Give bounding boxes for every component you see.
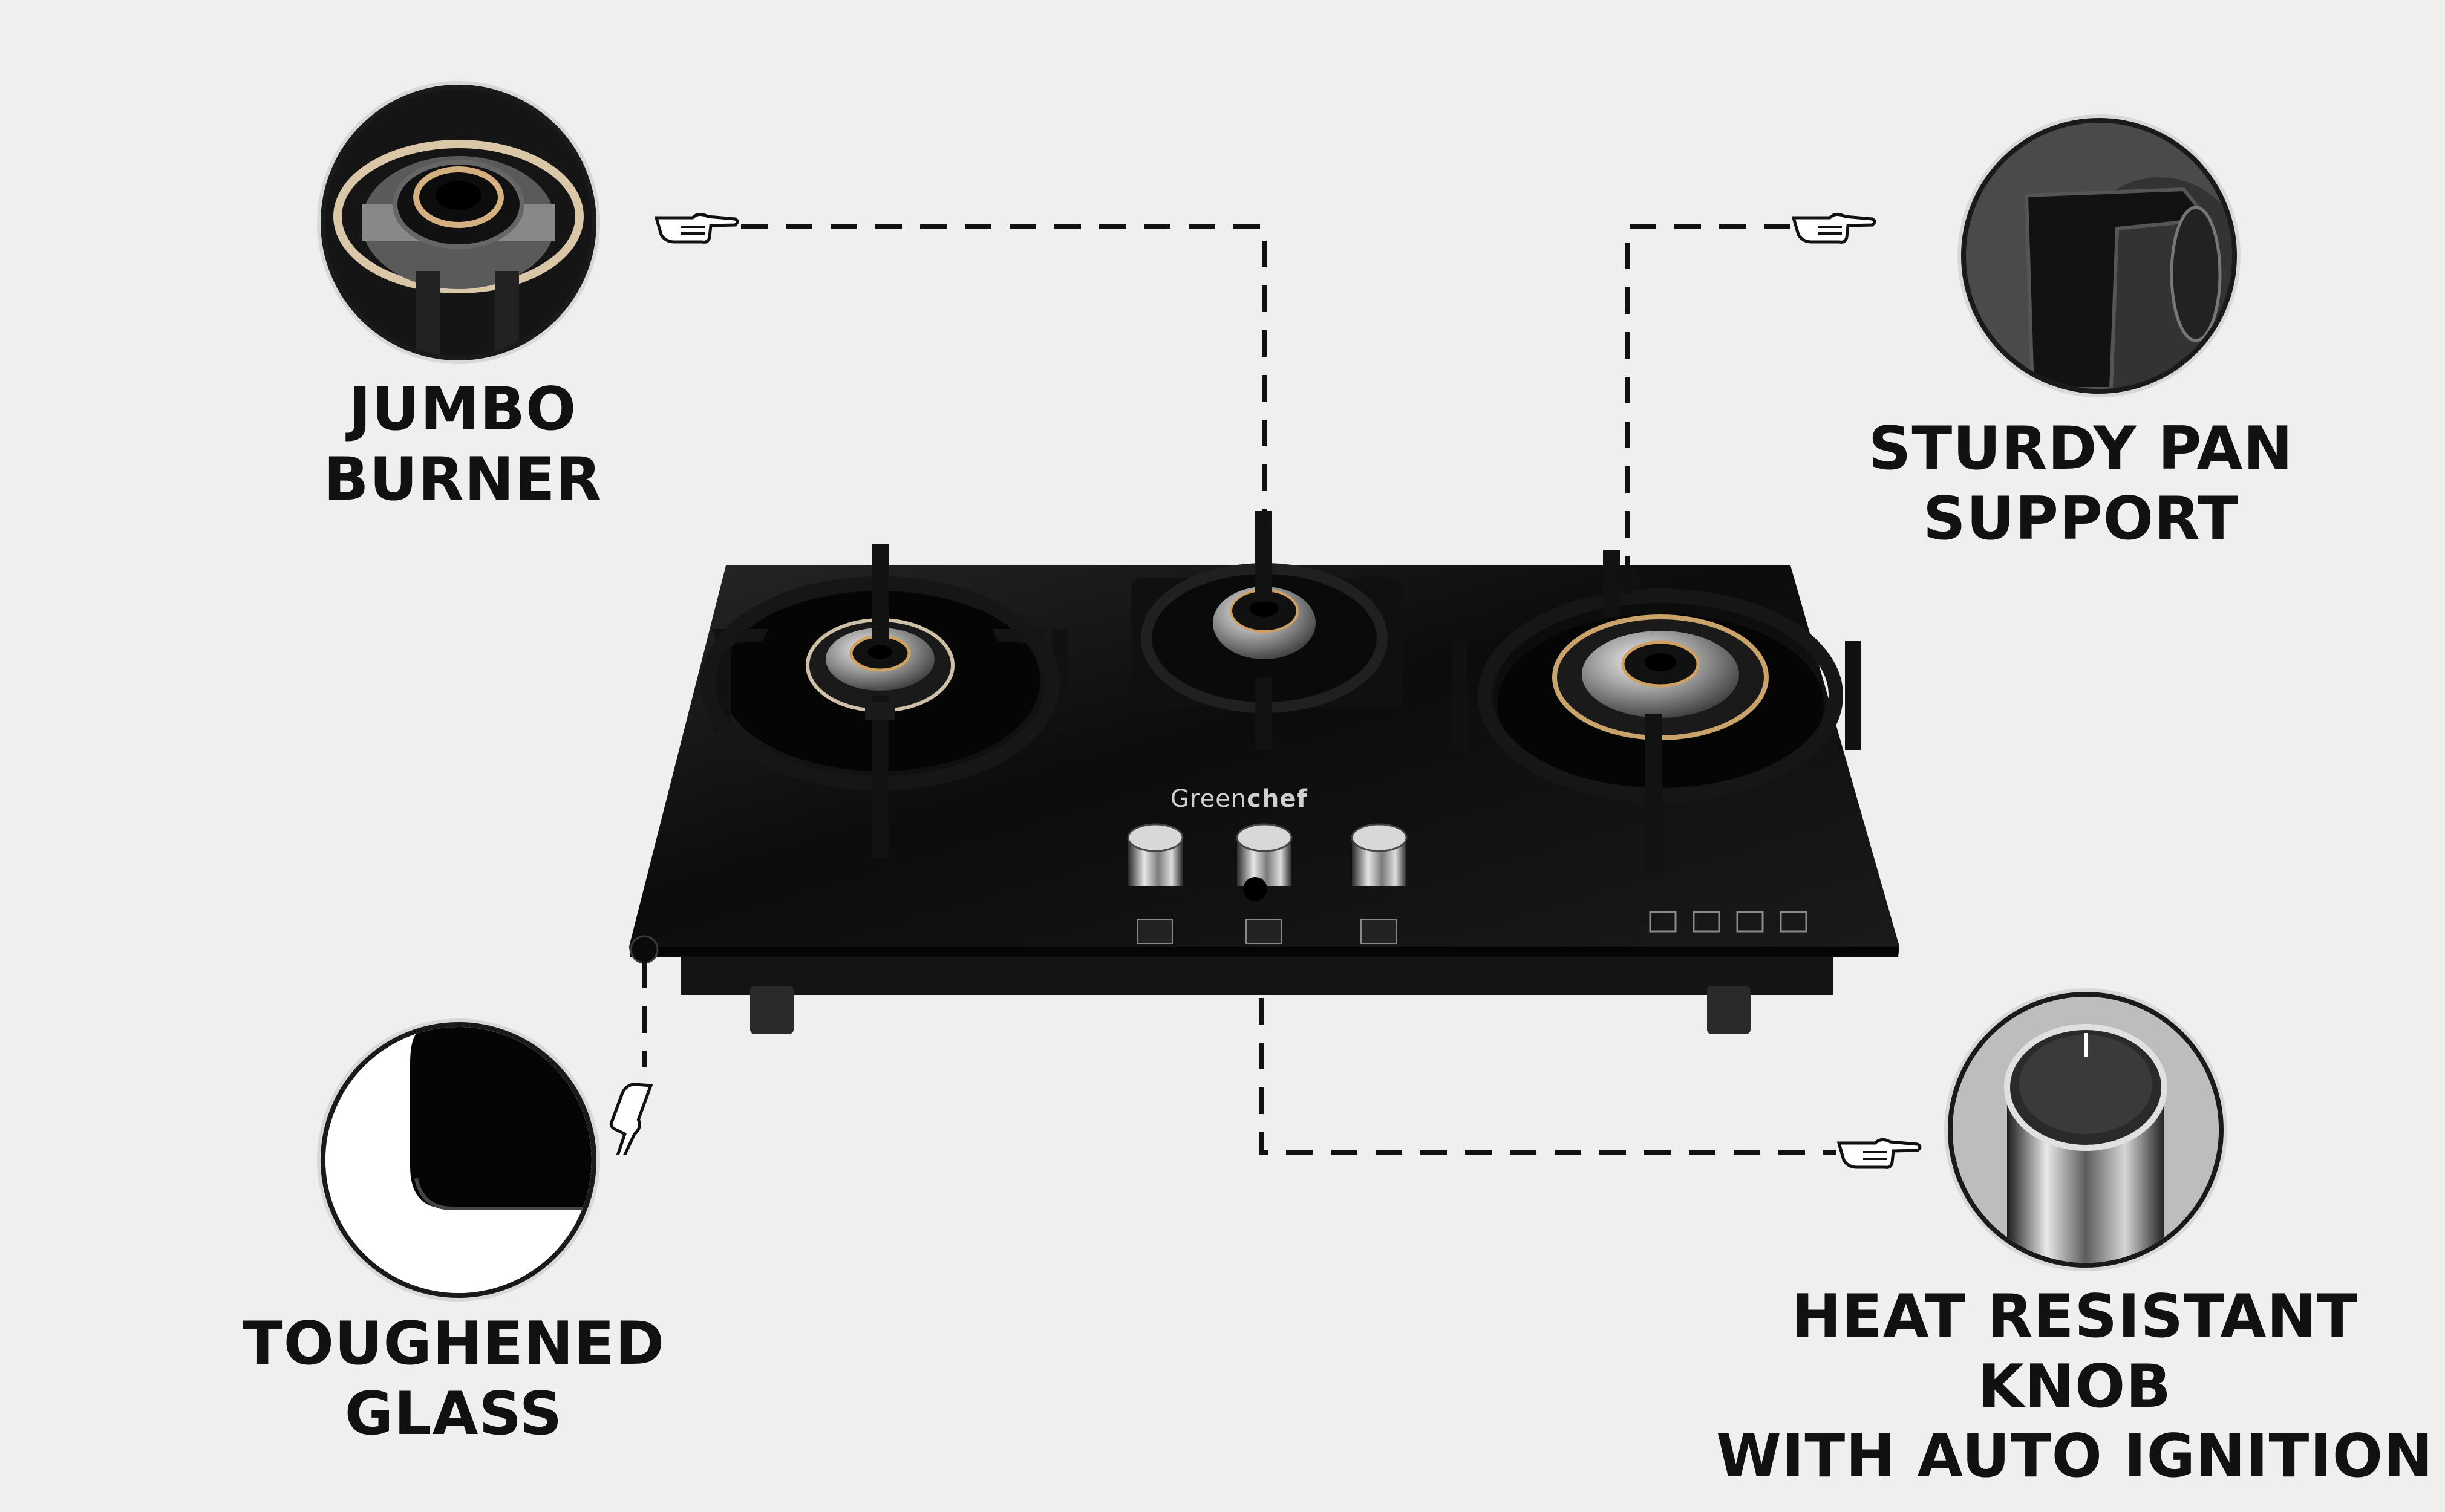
pointing-hand-icon [1833,1131,1924,1173]
knob-right [1351,823,1408,944]
pan-support-label-line1: STURDY PAN [1868,414,2294,483]
knob-closeup [1948,992,2224,1268]
knob-left [1127,823,1184,944]
pointing-hand-icon [650,206,741,248]
brand-logo: Greenchef [1170,785,1308,813]
right-burner [1452,550,1861,871]
pointing-hand-icon [599,1064,659,1155]
knob-center [1236,823,1293,944]
callout-lines [642,224,1836,1155]
brand-prefix: Green [1170,785,1247,813]
jumbo-burner-closeup [321,85,596,360]
pan-support-label-line2: SUPPORT [1922,484,2239,553]
pan-support-label: STURDY PAN SUPPORT [1833,414,2329,554]
toughened-glass-closeup [321,1022,596,1298]
knob-label-line2: WITH AUTO IGNITION [1715,1422,2434,1491]
brand-suffix: chef [1247,785,1308,813]
toughened-glass-label: TOUGHENED GLASS [242,1309,665,1448]
knob-label-line1: HEAT RESISTANT KNOB [1791,1282,2358,1421]
left-burner [700,544,1068,859]
pointing-hand-icon [1787,206,1878,248]
center-burner [1131,511,1403,750]
knob-label: HEAT RESISTANT KNOB WITH AUTO IGNITION [1712,1282,2438,1492]
pan-support-closeup [1961,118,2237,394]
jumbo-burner-label: JUMBO BURNER [323,375,602,514]
